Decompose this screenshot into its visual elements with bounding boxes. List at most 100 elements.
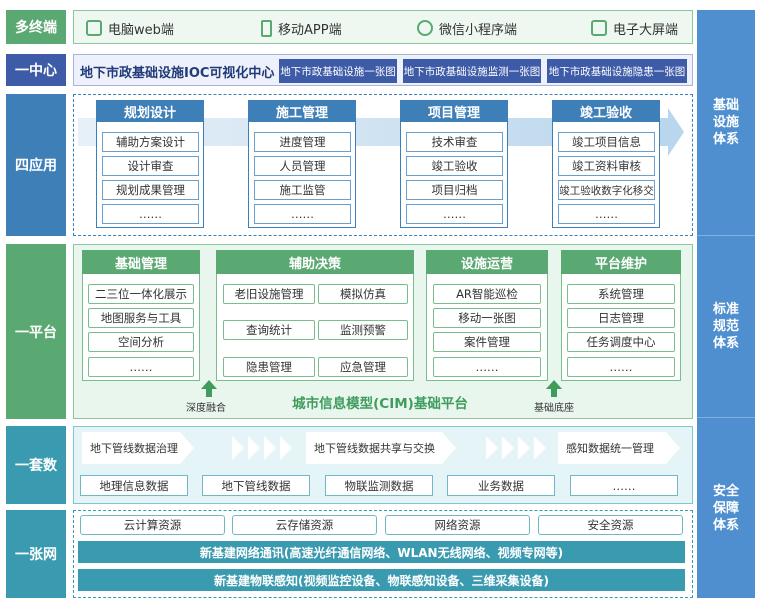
resource-network: 网络资源 — [385, 515, 530, 535]
wechat-miniprogram-icon — [417, 20, 433, 36]
apps-flow-arrow-icon — [668, 108, 684, 156]
platform-maintenance: 平台维护 系统管理 日志管理 任务调度中心 …… — [561, 250, 681, 381]
platform-basic-management: 基础管理 二三位一体化展示 地图服务与工具 空间分析 …… — [82, 250, 200, 381]
app-acceptance-title: 竣工验收 — [552, 100, 660, 122]
data-flow-governance: 地下管线数据治理 — [82, 432, 180, 464]
platform-item: 系统管理 — [567, 284, 675, 304]
terminal-miniprogram-label: 微信小程序端 — [439, 22, 518, 38]
row-label-apps: 四应用 — [6, 94, 66, 236]
resource-cloud-storage: 云存储资源 — [232, 515, 377, 535]
app-item: 进度管理 — [254, 132, 351, 152]
platform-item: 二三位一体化展示 — [88, 284, 194, 304]
chevron-right-icon — [248, 436, 260, 460]
phone-icon — [261, 19, 272, 37]
platform-item: 应急管理 — [318, 357, 408, 377]
app-item: 人员管理 — [254, 156, 351, 176]
platform-item: 老旧设施管理 — [223, 284, 315, 304]
platform-item: 监测预警 — [318, 320, 408, 340]
app-project: 项目管理 技术审查 竣工验收 项目归档 …… — [400, 100, 508, 228]
side-standards-system: 标准 规范 体系 — [697, 235, 755, 417]
data-item-business: 业务数据 — [447, 475, 555, 496]
chevron-right-icon — [518, 436, 530, 460]
platform-decision-title: 辅助决策 — [216, 250, 414, 274]
platform-operation-title: 设施运营 — [426, 250, 548, 274]
arrow-label-fusion: 深度融合 — [186, 403, 226, 414]
app-item: 竣工项目信息 — [558, 132, 655, 152]
platform-item: 空间分析 — [88, 332, 194, 352]
data-flow-sharing: 地下管线数据共享与交换 — [306, 432, 442, 464]
platform-item: 地图服务与工具 — [88, 308, 194, 328]
platform-item: …… — [567, 357, 675, 377]
center-map-button-2: 地下市政基础设施监测一张图 — [403, 59, 541, 83]
terminal-app: 移动APP端 — [261, 11, 342, 45]
app-item: 竣工验收数字化移交 — [558, 180, 655, 200]
app-item: …… — [254, 204, 351, 224]
chevron-right-icon — [486, 436, 498, 460]
app-project-title: 项目管理 — [400, 100, 508, 122]
platform-item: 案件管理 — [433, 332, 541, 352]
app-item: …… — [558, 204, 655, 224]
app-item: 施工监管 — [254, 180, 351, 200]
app-item: 规划成果管理 — [102, 180, 199, 200]
flow-arrow-icon — [666, 432, 680, 464]
app-construction: 施工管理 进度管理 人员管理 施工监管 …… — [248, 100, 356, 228]
platform-item: 任务调度中心 — [567, 332, 675, 352]
row-label-network: 一张网 — [6, 510, 66, 598]
resource-security: 安全资源 — [538, 515, 683, 535]
app-item: 竣工资料审核 — [558, 156, 655, 176]
terminal-web-label: 电脑web端 — [108, 22, 174, 38]
screen-icon — [591, 20, 607, 36]
data-item-pipeline: 地下管线数据 — [202, 475, 310, 496]
app-item: 竣工验收 — [406, 156, 503, 176]
app-item: …… — [406, 204, 503, 224]
ioc-center-title: 地下市政基础设施IOC可视化中心 — [80, 65, 275, 81]
platform-maintenance-title: 平台维护 — [561, 250, 681, 274]
terminal-screen-label: 电子大屏端 — [613, 22, 679, 38]
platform-item: 模拟仿真 — [318, 284, 408, 304]
terminal-miniprogram: 微信小程序端 — [417, 11, 517, 45]
app-item: …… — [102, 204, 199, 224]
platform-item: …… — [433, 357, 541, 377]
app-construction-title: 施工管理 — [248, 100, 356, 122]
platform-item: 移动一张图 — [433, 308, 541, 328]
network-communication-bar: 新基建网络通讯(高速光纤通信网络、WLAN无线网络、视频专网等) — [78, 541, 685, 563]
up-arrow-stem — [551, 389, 557, 397]
center-map-button-1: 地下市政基础设施一张图 — [279, 59, 397, 83]
resource-cloud-compute: 云计算资源 — [80, 515, 225, 535]
flow-arrow-icon — [442, 432, 456, 464]
app-acceptance: 竣工验收 竣工项目信息 竣工资料审核 竣工验收数字化移交 …… — [552, 100, 660, 228]
app-planning: 规划设计 辅助方案设计 设计审查 规划成果管理 …… — [96, 100, 204, 228]
app-item: 项目归档 — [406, 180, 503, 200]
platform-item: AR智能巡检 — [433, 284, 541, 304]
flow-arrow-icon — [180, 432, 194, 464]
up-arrow-icon — [201, 380, 217, 389]
platform-item: 日志管理 — [567, 308, 675, 328]
terminal-web: 电脑web端 — [86, 11, 174, 45]
chevron-right-icon — [264, 436, 276, 460]
chevron-right-icon — [280, 436, 292, 460]
row-label-terminals: 多终端 — [6, 10, 66, 44]
data-item-iot: 物联监测数据 — [325, 475, 433, 496]
platform-item: …… — [88, 357, 194, 377]
app-item: 辅助方案设计 — [102, 132, 199, 152]
up-arrow-stem — [206, 389, 212, 397]
iot-sensing-bar: 新基建物联感知(视频监控设备、物联感知设备、三维采集设备) — [78, 569, 685, 591]
chevron-right-icon — [232, 436, 244, 460]
platform-decision-support: 辅助决策 老旧设施管理 模拟仿真 查询统计 监测预警 隐患管理 应急管理 — [216, 250, 414, 381]
center-map-button-3: 地下市政基础设施隐患一张图 — [547, 59, 687, 83]
row-label-data: 一套数 — [6, 426, 66, 504]
chevron-right-icon — [502, 436, 514, 460]
cim-platform-title: 城市信息模型(CIM)基础平台 — [292, 396, 468, 412]
app-item: 设计审查 — [102, 156, 199, 176]
row-label-center: 一中心 — [6, 54, 66, 86]
monitor-icon — [86, 20, 102, 36]
app-planning-title: 规划设计 — [96, 100, 204, 122]
chevron-right-icon — [534, 436, 546, 460]
terminals-panel: 电脑web端 移动APP端 微信小程序端 电子大屏端 — [73, 10, 693, 44]
up-arrow-icon — [546, 380, 562, 389]
app-item: 技术审查 — [406, 132, 503, 152]
terminal-app-label: 移动APP端 — [278, 22, 342, 38]
terminal-screen: 电子大屏端 — [591, 11, 678, 45]
platform-facility-operation: 设施运营 AR智能巡检 移动一张图 案件管理 …… — [426, 250, 548, 381]
platform-basic-title: 基础管理 — [82, 250, 200, 274]
